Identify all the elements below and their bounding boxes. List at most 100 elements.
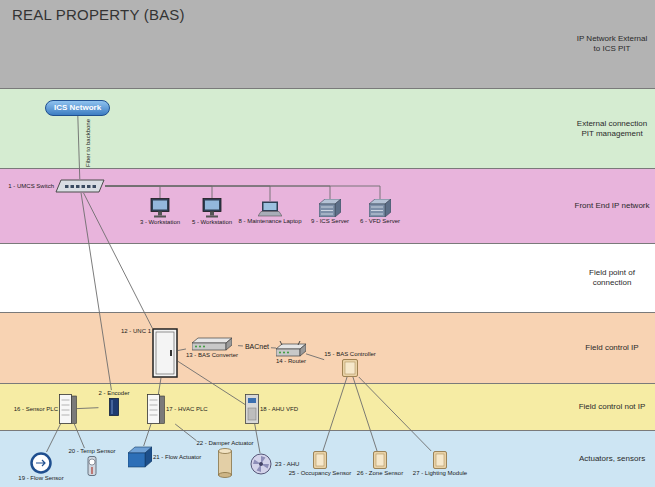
plc-slot [150,415,158,416]
device-label: 17 - HVAC PLC [166,406,208,413]
temp-icon [85,456,99,476]
device-label: 22 - Damper Actuator [196,440,253,447]
device-label: 23 - AHU [275,461,299,468]
device-node: 21 - Flow Actuator [128,446,201,468]
panel-icon [152,328,178,378]
encoder-highlight [112,400,113,414]
title-box: REAL PROPERTY (BAS) [12,6,185,23]
vfd-display [248,398,256,403]
actuator-front [128,453,145,467]
damper-body [219,451,232,475]
server-slot [321,214,333,215]
converter-icon [192,337,232,351]
layer-band: Field point of connection [0,243,655,312]
controller-face [316,454,324,466]
vfd-icon [245,394,259,424]
encoder-body [110,399,119,416]
device-label: 27 - Lighting Module [413,470,467,477]
device-label: 2 - Encoder [98,390,129,397]
connector-line [178,361,245,404]
plc-icon [147,394,165,424]
switch-icon [55,179,105,193]
plc-slot [150,400,158,401]
controller-body [343,360,358,377]
device-label: 15 - BAS Controller [324,351,376,358]
laptop-screen-frame [262,202,278,212]
ahu-housing [251,454,271,474]
device-label: 18 - AHU VFD [260,406,298,413]
connector-line [105,186,270,201]
connector-line [81,193,111,390]
connector-line [175,424,196,441]
panel-body [153,329,177,377]
network-pill: ICS Network [45,100,110,116]
ctrl-icon [313,451,327,469]
switch-port [82,185,86,188]
device-node: 19 - Flow Sensor [18,452,63,482]
device-label: 6 - VFD Server [360,218,400,225]
box-led [283,352,285,354]
device-node: 2 - Encoder [98,390,129,416]
ctrl-icon [342,359,358,377]
connector-line [77,407,98,409]
temp-body [88,457,96,476]
controller-face [436,454,444,466]
monitor-stand [158,212,162,216]
box-front [192,343,226,350]
controller-body [314,452,327,469]
layer-label: Front End IP network [573,201,651,211]
damper-top [219,449,232,454]
layer-label: Field control not IP [573,402,651,412]
flow-arrow [36,460,45,466]
ctrl-icon [373,451,387,469]
layer-label: Field point of connection [573,268,651,287]
controller-face [376,454,384,466]
box-led [279,352,281,354]
plc-slot [150,405,158,406]
device-label: 25 - Occupancy Sensor [289,470,352,477]
switch-port [87,185,91,188]
router-antenna [280,341,282,345]
device-node: 12 - UNC 1 [121,328,178,378]
connector-line [144,424,151,446]
device-label: 19 - Flow Sensor [18,475,63,482]
box-led [195,346,197,348]
box-led [287,352,289,354]
controller-body [374,452,387,469]
box-side [226,338,232,350]
connector-line [306,354,324,360]
device-label: 21 - Flow Actuator [153,454,201,461]
switch-port [65,185,69,188]
box-led [203,346,205,348]
device-label: 13 - BAS Converter [186,352,238,359]
router-antenna [298,341,300,345]
router-icon [276,341,306,357]
laptop-icon [258,201,282,217]
plc-slot [62,410,70,411]
plc-slot [150,410,158,411]
device-node: 27 - Lighting Module [413,451,467,477]
layer-label: External connection PIT management [573,119,651,138]
server-side [385,199,391,217]
damper-icon [218,448,232,478]
device-label: 8 - Maintenance Laptop [238,218,301,225]
monitor-frame [203,199,221,212]
ahu-icon [250,453,274,475]
connector-line [105,186,380,199]
actuator-icon [128,446,152,468]
plc-slot [62,415,70,416]
connector-line [359,377,431,451]
connector-line [84,193,153,328]
device-node: 16 - Sensor PLC [14,394,77,424]
diagram-title: REAL PROPERTY (BAS) [12,6,185,23]
connector-line [74,424,84,448]
connector-line [105,186,330,199]
connector-line [255,424,260,453]
device-label: 3 - Workstation [140,219,180,226]
vfd-body [246,395,259,424]
device-node: 26 - Zone Sensor [357,451,403,477]
flow-icon [30,452,52,474]
monitor-screen [153,201,167,210]
device-node: 20 - Temp Sensor [68,448,115,476]
line-label-box: Fiber to backbone [85,119,92,167]
